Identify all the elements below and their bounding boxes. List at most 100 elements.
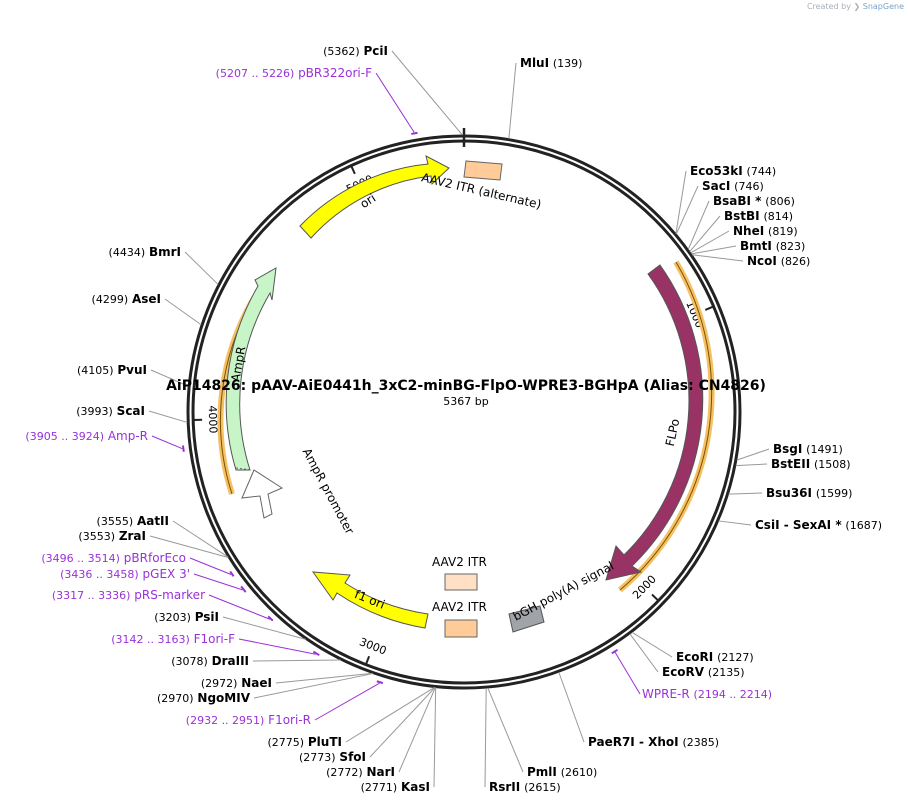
feature-polya-box[interactable] [508, 605, 545, 633]
primer-label[interactable]: (3317 .. 3336) pRS-marker [52, 588, 205, 602]
feature-flpo-arrow[interactable] [605, 264, 704, 581]
enzyme-line [252, 659, 341, 662]
enzyme-line [148, 410, 188, 423]
enzyme-label[interactable]: Eco53kI (744) [690, 164, 776, 178]
primer-leader-lines [151, 72, 641, 721]
enzyme-label[interactable]: (4105) PvuI [77, 363, 147, 377]
enzyme-name: NcoI [747, 254, 777, 268]
enzyme-label[interactable]: EcoRV (2135) [662, 665, 745, 679]
feature-itr-alternate-box[interactable] [463, 160, 503, 181]
label-itr-upper: AAV2 ITR [432, 555, 487, 569]
enzyme-label[interactable]: NcoI (826) [747, 254, 810, 268]
enzyme-label[interactable]: BmtI (823) [740, 239, 805, 253]
primer-line [238, 638, 316, 655]
enzyme-label[interactable]: PaeR7I - XhoI (2385) [588, 735, 719, 749]
enzyme-name: EcoRV [662, 665, 705, 679]
enzyme-label[interactable]: (5362) PciI [323, 44, 388, 58]
enzyme-position: (826) [781, 255, 811, 268]
primer-name: pRS-marker [134, 588, 205, 602]
enzyme-label[interactable]: (2972) NaeI [201, 676, 272, 690]
enzyme-position: (2610) [561, 766, 598, 779]
feature-itr-box-lower[interactable] [444, 619, 478, 638]
enzyme-name: NarI [366, 765, 395, 779]
primer-label[interactable]: (3436 .. 3458) pGEX 3' [60, 567, 190, 581]
primer-label[interactable]: (3496 .. 3514) pBRforEco [41, 551, 186, 565]
enzyme-label[interactable]: NheI (819) [733, 224, 798, 238]
primer-label[interactable]: WPRE-R (2194 .. 2214) [642, 687, 772, 701]
tick-label: 4000 [206, 405, 220, 433]
enzyme-name: BmtI [740, 239, 772, 253]
enzyme-label[interactable]: EcoRI (2127) [676, 650, 754, 664]
enzyme-position: (2773) [299, 751, 336, 764]
enzyme-position: (823) [776, 240, 806, 253]
enzyme-label[interactable]: RsrII (2615) [489, 780, 561, 794]
enzyme-name: MluI [520, 56, 549, 70]
enzyme-label[interactable]: MluI (139) [520, 56, 582, 70]
enzyme-line [675, 170, 687, 234]
enzyme-label[interactable]: SacI (746) [702, 179, 764, 193]
enzyme-name: PmlI [527, 765, 557, 779]
enzyme-label[interactable]: BsgI (1491) [773, 442, 843, 456]
enzyme-label[interactable]: Bsu36I (1599) [766, 486, 852, 500]
feature-ampr-promoter-arrow[interactable] [241, 469, 284, 519]
enzyme-name: PaeR7I - XhoI [588, 735, 679, 749]
enzyme-line [184, 251, 219, 285]
tick-mark [651, 593, 659, 601]
enzyme-position: (3555) [97, 515, 134, 528]
primer-range: (3317 .. 3336) [52, 589, 131, 602]
enzyme-name: CsiI - SexAI * [755, 518, 842, 532]
primer-mark [411, 131, 418, 135]
primer-line [314, 682, 380, 721]
enzyme-label[interactable]: BstEII (1508) [771, 457, 851, 471]
enzyme-label[interactable]: (3993) ScaI [76, 404, 145, 418]
enzyme-position: (4434) [109, 246, 146, 259]
enzyme-label[interactable]: BstBI (814) [724, 209, 793, 223]
primer-labels: (5207 .. 5226) pBR322ori-F WPRE-R (2194 .… [25, 66, 772, 727]
enzyme-line [391, 50, 463, 136]
enzyme-label[interactable]: PmlI (2610) [527, 765, 597, 779]
primer-line [614, 652, 641, 695]
enzyme-line [150, 369, 189, 387]
enzyme-label[interactable]: (2970) NgoMIV [157, 691, 251, 705]
enzyme-line [508, 62, 517, 139]
enzyme-name: PciI [364, 44, 389, 58]
enzyme-label[interactable]: BsaBI * (806) [713, 194, 795, 208]
enzyme-label[interactable]: CsiI - SexAI * (1687) [755, 518, 882, 532]
primer-label[interactable]: (3142 .. 3163) F1ori-F [111, 632, 235, 646]
feature-ampr-arrow[interactable] [225, 267, 277, 471]
enzyme-label[interactable]: (2771) KasI [361, 780, 430, 794]
enzyme-label[interactable]: (4299) AseI [92, 292, 161, 306]
primer-range: (5207 .. 5226) [216, 67, 295, 80]
enzyme-label[interactable]: (3553) ZraI [78, 529, 146, 543]
label-itr-lower: AAV2 ITR [432, 600, 487, 614]
feature-itr-box-upper[interactable] [444, 573, 478, 591]
enzyme-name: BsgI [773, 442, 802, 456]
tick-mark [365, 655, 371, 665]
primer-mark [312, 650, 320, 657]
enzyme-line [631, 631, 673, 658]
enzyme-position: (2127) [717, 651, 754, 664]
enzyme-position: (4299) [92, 293, 129, 306]
primer-label[interactable]: (5207 .. 5226) pBR322ori-F [216, 66, 372, 80]
enzyme-label[interactable]: (3555) AatII [97, 514, 169, 528]
enzyme-label[interactable]: (2773) SfoI [299, 750, 366, 764]
primer-name: pBRforEco [124, 551, 186, 565]
feature-f1-ori-arrow[interactable] [311, 571, 429, 629]
enzyme-line [689, 215, 721, 252]
enzyme-label[interactable]: (3203) PsiI [154, 610, 219, 624]
enzyme-position: (806) [765, 195, 795, 208]
primer-label[interactable]: (2932 .. 2951) F1ori-R [186, 713, 311, 727]
enzyme-label[interactable]: (2772) NarI [326, 765, 395, 779]
enzyme-label[interactable]: (4434) BmrI [109, 245, 181, 259]
ampr-dotted-divider [235, 467, 253, 471]
primer-label[interactable]: (3905 .. 3924) Amp-R [25, 429, 148, 443]
feature-ori-arrow[interactable] [299, 155, 450, 239]
enzyme-label[interactable]: (2775) PluTI [267, 735, 342, 749]
enzyme-line [691, 254, 744, 262]
primer-name: F1ori-R [268, 713, 311, 727]
enzyme-position: (744) [747, 165, 777, 178]
enzyme-position: (1687) [845, 519, 882, 532]
primer-line [189, 557, 232, 575]
enzyme-line [690, 230, 730, 254]
enzyme-label[interactable]: (3078) DraIII [171, 654, 249, 668]
